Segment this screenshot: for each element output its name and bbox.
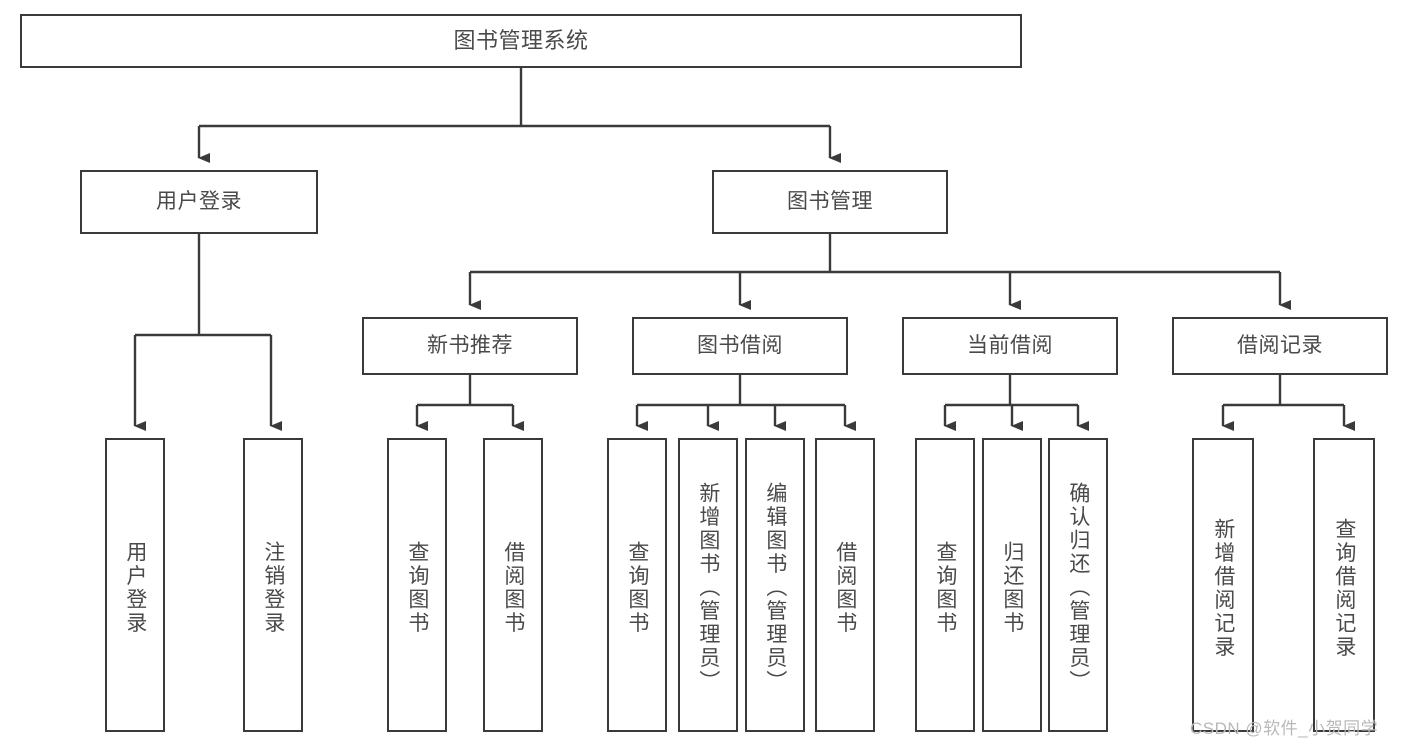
node-book-manage[interactable]: 图书管理	[712, 170, 948, 234]
node-user-login-label: 用户登录	[156, 190, 242, 214]
node-borrow-record[interactable]: 借阅记录	[1172, 317, 1388, 375]
node-book-manage-label: 图书管理	[787, 190, 873, 214]
node-leaf-user-login-label: 用户登录	[123, 541, 147, 635]
node-leaf-add-record-label: 新增借阅记录	[1211, 517, 1235, 659]
node-book-borrow-label: 图书借阅	[697, 334, 783, 358]
node-current-borrow[interactable]: 当前借阅	[902, 317, 1118, 375]
node-root-label: 图书管理系统	[453, 27, 589, 53]
node-leaf-borrow-book-b[interactable]: 借阅图书	[815, 438, 875, 732]
node-leaf-logout-label: 注销登录	[261, 541, 285, 635]
node-leaf-edit-book-label: 编辑图书（管理员）	[763, 482, 787, 694]
node-borrow-record-label: 借阅记录	[1237, 334, 1323, 358]
node-leaf-add-record[interactable]: 新增借阅记录	[1192, 438, 1254, 732]
node-book-borrow[interactable]: 图书借阅	[632, 317, 848, 375]
node-leaf-confirm-return[interactable]: 确认归还（管理员）	[1048, 438, 1108, 732]
node-new-book-rec[interactable]: 新书推荐	[362, 317, 578, 375]
node-leaf-query-book-rec[interactable]: 查询图书	[387, 438, 447, 732]
node-leaf-add-book[interactable]: 新增图书（管理员）	[678, 438, 738, 732]
node-leaf-query-book-rec-label: 查询图书	[405, 541, 429, 635]
node-leaf-query-book-c[interactable]: 查询图书	[915, 438, 975, 732]
node-root[interactable]: 图书管理系统	[20, 14, 1022, 68]
node-leaf-confirm-return-label: 确认归还（管理员）	[1066, 482, 1090, 694]
node-leaf-query-record-label: 查询借阅记录	[1332, 517, 1356, 659]
node-leaf-return-book-label: 归还图书	[1000, 541, 1024, 635]
node-leaf-query-book-c-label: 查询图书	[933, 541, 957, 635]
node-leaf-borrow-book-rec-label: 借阅图书	[501, 541, 525, 635]
node-leaf-borrow-book-rec[interactable]: 借阅图书	[483, 438, 543, 732]
node-leaf-add-book-label: 新增图书（管理员）	[696, 482, 720, 694]
node-leaf-edit-book[interactable]: 编辑图书（管理员）	[745, 438, 805, 732]
node-user-login[interactable]: 用户登录	[80, 170, 318, 234]
node-current-borrow-label: 当前借阅	[967, 334, 1053, 358]
node-leaf-query-book-b-label: 查询图书	[625, 541, 649, 635]
node-leaf-return-book[interactable]: 归还图书	[982, 438, 1042, 732]
node-leaf-query-book-b[interactable]: 查询图书	[607, 438, 667, 732]
node-leaf-user-login[interactable]: 用户登录	[105, 438, 165, 732]
node-leaf-logout[interactable]: 注销登录	[243, 438, 303, 732]
node-new-book-rec-label: 新书推荐	[427, 334, 513, 358]
csdn-watermark: CSDN @软件_小贺同学	[1190, 719, 1379, 738]
node-leaf-query-record[interactable]: 查询借阅记录	[1313, 438, 1375, 732]
node-leaf-borrow-book-b-label: 借阅图书	[833, 541, 857, 635]
